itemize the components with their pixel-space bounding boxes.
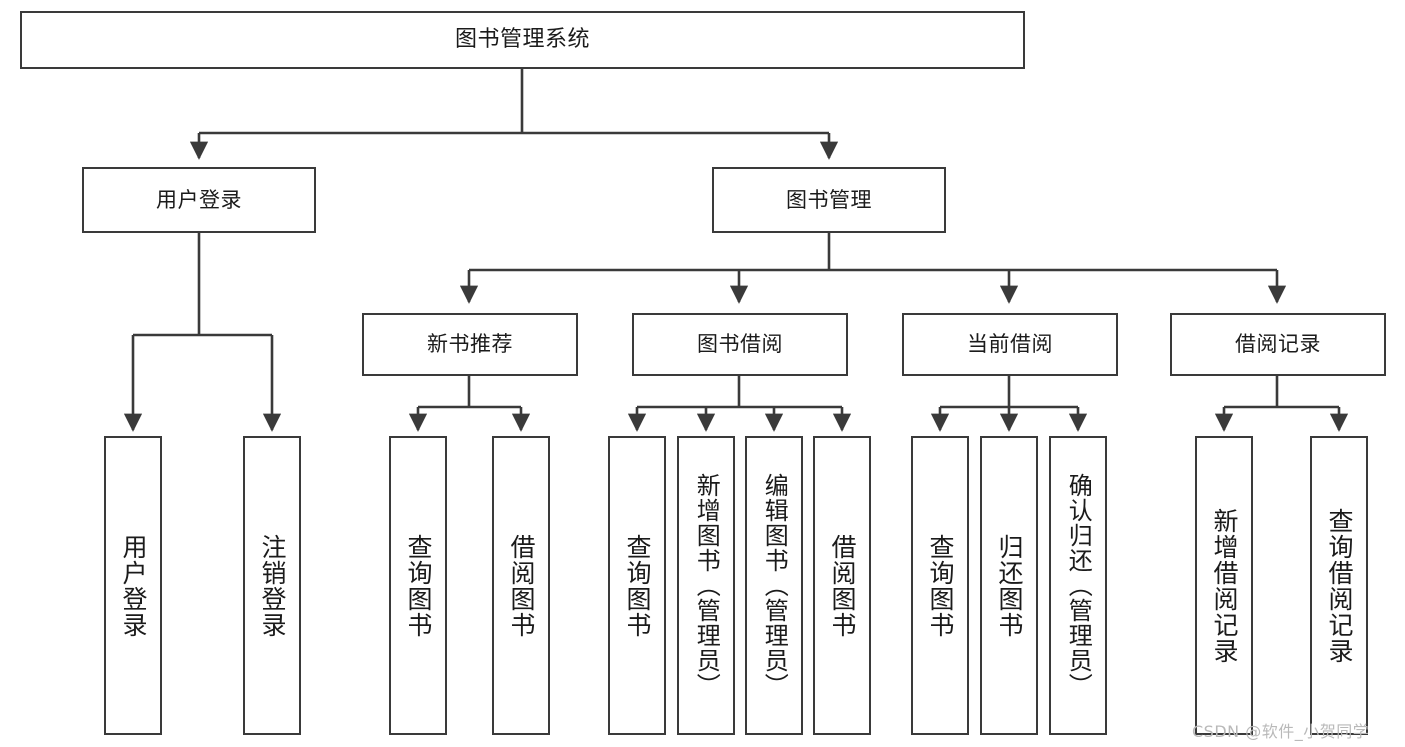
node-label: 借阅记录 [1235,332,1321,356]
node-label: 图书借阅 [697,332,783,356]
node-book-management[interactable]: 图书管理 [712,167,946,233]
leaf-borrow-book-recommend[interactable]: 借阅图书 [492,436,550,735]
node-user-login[interactable]: 用户登录 [82,167,316,233]
node-current-borrow[interactable]: 当前借阅 [902,313,1118,376]
leaf-edit-book[interactable]: 编辑图书（管理员） [745,436,803,735]
node-book-borrow[interactable]: 图书借阅 [632,313,848,376]
node-label: 新增借阅记录 [1210,507,1239,664]
node-label: 用户登录 [156,187,242,212]
node-label: 借阅图书 [507,533,536,638]
leaf-query-book-recommend[interactable]: 查询图书 [389,436,447,735]
node-label: 用户登录 [119,533,148,638]
node-label: 图书管理 [786,187,872,212]
node-label: 确认归还（管理员） [1064,473,1093,698]
leaf-query-book-current[interactable]: 查询图书 [911,436,969,735]
node-label: 查询图书 [926,533,955,638]
node-label: 当前借阅 [967,332,1053,356]
node-label: 编辑图书（管理员） [760,473,789,698]
leaf-add-borrow-record[interactable]: 新增借阅记录 [1195,436,1253,735]
leaf-confirm-return[interactable]: 确认归还（管理员） [1049,436,1107,735]
leaf-query-book-borrow[interactable]: 查询图书 [608,436,666,735]
node-label: 查询图书 [404,533,433,638]
leaf-query-borrow-record[interactable]: 查询借阅记录 [1310,436,1368,735]
node-label: 图书管理系统 [454,27,590,52]
leaf-borrow-book[interactable]: 借阅图书 [813,436,871,735]
watermark: CSDN @软件_小贺同学 [1192,722,1370,741]
node-label: 查询图书 [623,533,652,638]
node-label: 新书推荐 [427,332,513,356]
node-label: 注销登录 [258,533,287,638]
leaf-user-login[interactable]: 用户登录 [104,436,162,735]
node-root-system[interactable]: 图书管理系统 [20,11,1025,69]
leaf-return-book[interactable]: 归还图书 [980,436,1038,735]
node-label: 借阅图书 [828,533,857,638]
node-new-book-recommend[interactable]: 新书推荐 [362,313,578,376]
node-label: 新增图书（管理员） [692,473,721,698]
leaf-user-logout[interactable]: 注销登录 [243,436,301,735]
node-borrow-record[interactable]: 借阅记录 [1170,313,1386,376]
leaf-add-book[interactable]: 新增图书（管理员） [677,436,735,735]
node-label: 归还图书 [995,533,1024,638]
node-label: 查询借阅记录 [1325,507,1354,664]
